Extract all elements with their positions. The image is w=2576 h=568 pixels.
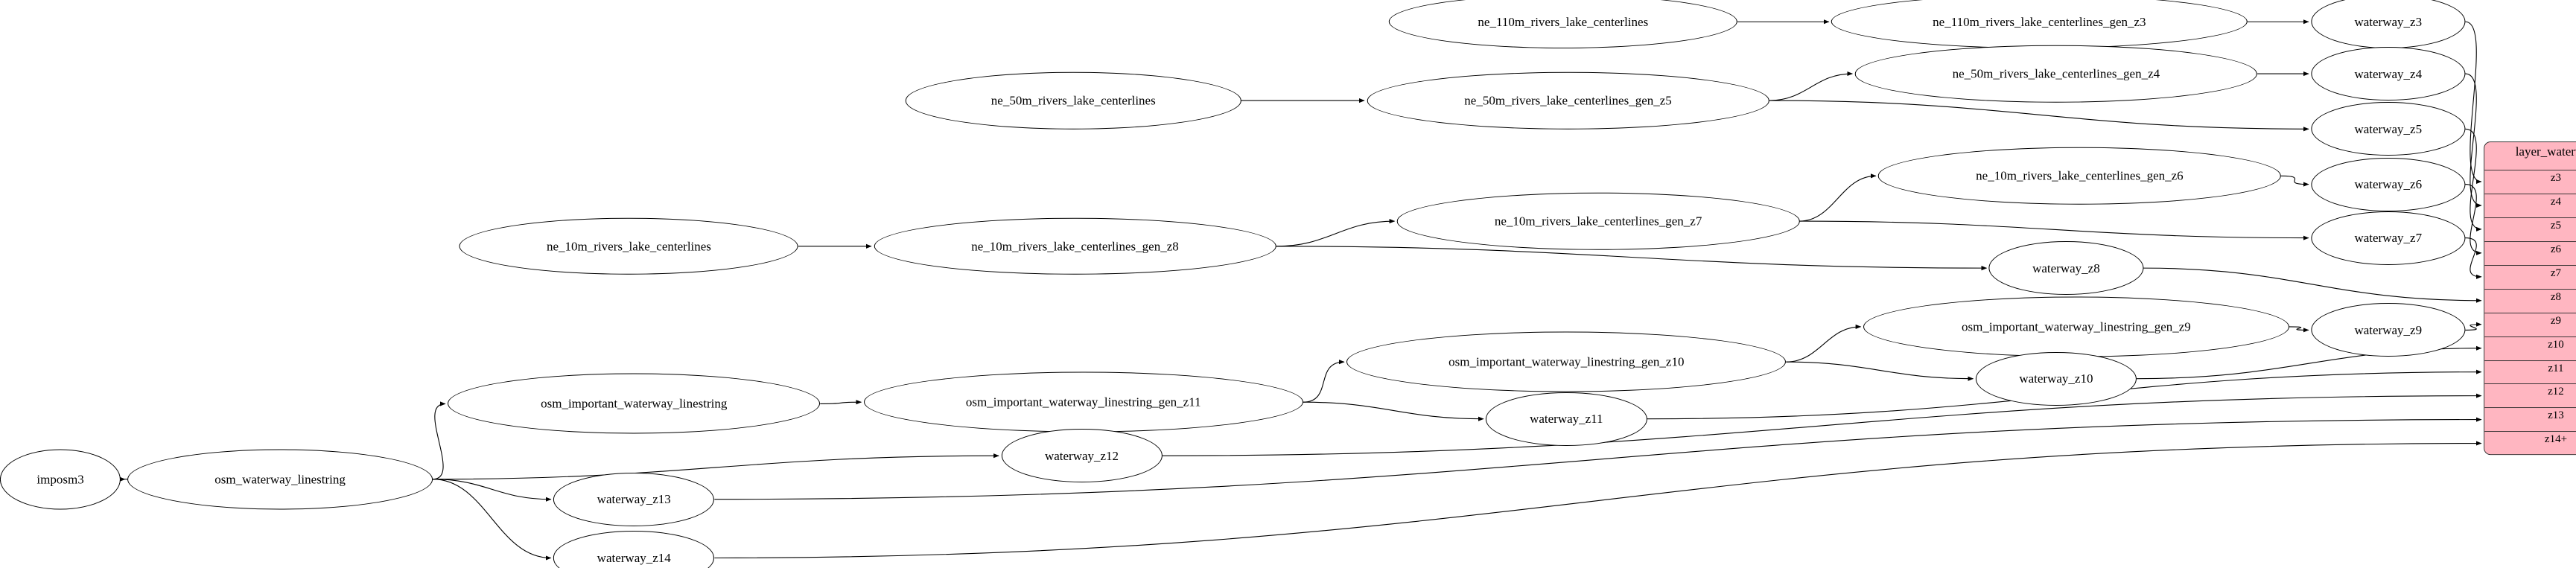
graph-node-label: waterway_z12 — [1044, 448, 1119, 463]
record-row-z4[interactable]: z4 — [2484, 194, 2576, 218]
graph-edge-waterway_z10-to-layer_waterway — [2137, 342, 2483, 379]
graph-edge-waterway_z5-to-layer_waterway — [2465, 129, 2483, 234]
graph-node-label: ne_50m_rivers_lake_centerlines — [990, 93, 1156, 108]
graph-node-ne-110m-rivers-lake-centerlines[interactable]: ne_110m_rivers_lake_centerlines — [1388, 0, 1738, 49]
record-row-z5[interactable]: z5 — [2484, 217, 2576, 242]
graph-node-label: ne_10m_rivers_lake_centerlines — [547, 239, 711, 254]
graph-edge-osm_important_waterway_linestring_gen_z10-to-waterway_z10 — [1786, 362, 1975, 384]
graph-node-ne-110m-rivers-lake-centerlines-gen-z3[interactable]: ne_110m_rivers_lake_centerlines_gen_z3 — [1831, 0, 2248, 49]
graph-edge-ne_50m_rivers_lake_centerlines_gen_z5-to-ne_50m_rivers_lake_centerlines_gen_z4 — [1769, 68, 1854, 100]
graph-node-label: ne_10m_rivers_lake_centerlines_gen_z7 — [1494, 214, 1702, 229]
graph-node-label: osm_important_waterway_linestring_gen_z9 — [1961, 319, 2191, 334]
graph-edge-ne_10m_rivers_lake_centerlines_gen_z8-to-ne_10m_rivers_lake_centerlines_gen_z7 — [1276, 216, 1396, 246]
graph-node-waterway-z14[interactable]: waterway_z14 — [553, 531, 715, 568]
graph-node-label: waterway_z11 — [1530, 412, 1603, 427]
graph-edge-ne_50m_rivers_lake_centerlines_gen_z5-to-waterway_z5 — [1769, 100, 2310, 135]
graph-node-label: waterway_z3 — [2354, 14, 2423, 29]
graph-node-label: waterway_z13 — [597, 492, 671, 507]
graph-edge-ne_10m_rivers_lake_centerlines_gen_z7-to-ne_10m_rivers_lake_centerlines_gen_z6 — [1799, 170, 1877, 221]
graph-node-ne-50m-rivers-lake-centerlines[interactable]: ne_50m_rivers_lake_centerlines — [906, 71, 1241, 130]
graph-edge-osm_important_waterway_linestring_gen_z11-to-osm_important_waterway_linestring_gen_z10 — [1303, 357, 1346, 402]
graph-edge-osm_waterway_linestring-to-osm_important_waterway_linestring — [433, 398, 447, 479]
graph-node-label: ne_110m_rivers_lake_centerlines — [1478, 14, 1649, 29]
record-row-z14plus[interactable]: z14+ — [2484, 432, 2576, 455]
graph-node-label: waterway_z9 — [2354, 322, 2423, 337]
graph-node-ne-50m-rivers-lake-centerlines-gen-z4[interactable]: ne_50m_rivers_lake_centerlines_gen_z4 — [1854, 45, 2258, 103]
graph-node-label: osm_waterway_linestring — [214, 472, 346, 487]
record-row-z9[interactable]: z9 — [2484, 313, 2576, 337]
graph-edge-osm_important_waterway_linestring_gen_z10-to-osm_important_waterway_linestring_gen_z9 — [1786, 321, 1863, 362]
graph-edge-osm_waterway_linestring-to-waterway_z13 — [433, 479, 553, 505]
graph-node-waterway-z3[interactable]: waterway_z3 — [2311, 0, 2466, 49]
graph-edge-osm_important_waterway_linestring_gen_z11-to-waterway_z11 — [1303, 402, 1485, 424]
graph-edge-waterway_z4-to-layer_waterway — [2465, 74, 2483, 211]
record-table-header: layer_waterway — [2484, 141, 2576, 170]
graph-edge-waterway_z3-to-layer_waterway — [2465, 22, 2483, 187]
graph-node-label: waterway_z10 — [2019, 371, 2093, 386]
record-row-z10[interactable]: z10 — [2484, 336, 2576, 361]
graph-node-waterway-z7[interactable]: waterway_z7 — [2311, 211, 2466, 265]
graph-node-label: waterway_z7 — [2354, 231, 2423, 246]
graph-node-waterway-z4[interactable]: waterway_z4 — [2311, 47, 2466, 101]
graph-edge-waterway_z9-to-layer_waterway — [2465, 319, 2483, 331]
graph-edge-waterway_z14-to-layer_waterway — [714, 438, 2483, 558]
record-row-z13[interactable]: z13 — [2484, 408, 2576, 433]
graph-node-label: osm_important_waterway_linestring_gen_z1… — [965, 395, 1201, 409]
graph-node-waterway-z10[interactable]: waterway_z10 — [1975, 351, 2137, 406]
graph-node-label: ne_10m_rivers_lake_centerlines_gen_z6 — [1976, 168, 2184, 183]
graph-edge-osm_important_waterway_linestring-to-osm_important_waterway_linestring_gen_z11 — [820, 397, 863, 408]
graph-node-label: waterway_z5 — [2354, 121, 2423, 136]
graph-edge-waterway_z7-to-layer_waterway — [2465, 238, 2483, 282]
graph-node-osm-important-waterway-linestring[interactable]: osm_important_waterway_linestring — [448, 373, 821, 434]
graph-node-label: osm_important_waterway_linestring — [541, 396, 728, 411]
graph-node-osm-important-waterway-linestring-gen-z9[interactable]: osm_important_waterway_linestring_gen_z9 — [1863, 296, 2289, 357]
graph-node-waterway-z8[interactable]: waterway_z8 — [1988, 241, 2143, 296]
graph-edge-ne_10m_rivers_lake_centerlines_gen_z6-to-waterway_z6 — [2281, 176, 2310, 190]
graph-node-label: ne_110m_rivers_lake_centerlines_gen_z3 — [1933, 14, 2146, 29]
record-row-z8[interactable]: z8 — [2484, 289, 2576, 313]
graph-edge-osm_waterway_linestring-to-waterway_z12 — [433, 450, 1000, 479]
graph-node-waterway-z5[interactable]: waterway_z5 — [2311, 102, 2466, 156]
graph-node-ne-50m-rivers-lake-centerlines-gen-z5[interactable]: ne_50m_rivers_lake_centerlines_gen_z5 — [1367, 71, 1769, 130]
graph-node-label: waterway_z8 — [2032, 261, 2100, 275]
graph-edge-ne_10m_rivers_lake_centerlines_gen_z7-to-waterway_z7 — [1799, 221, 2310, 243]
graph-edge-waterway_z12-to-layer_waterway — [1163, 390, 2483, 456]
graph-node-osm-important-waterway-linestring-gen-z10[interactable]: osm_important_waterway_linestring_gen_z1… — [1346, 331, 1787, 392]
graph-node-label: waterway_z6 — [2354, 177, 2423, 192]
graph-node-waterway-z9[interactable]: waterway_z9 — [2311, 303, 2466, 357]
graph-edge-osm_waterway_linestring-to-waterway_z14 — [433, 479, 553, 564]
graph-node-ne-10m-rivers-lake-centerlines-gen-z8[interactable]: ne_10m_rivers_lake_centerlines_gen_z8 — [874, 217, 1276, 275]
graph-edge-osm_important_waterway_linestring_gen_z9-to-waterway_z9 — [2289, 325, 2310, 336]
graph-node-imposm3[interactable]: imposm3 — [0, 449, 121, 510]
graph-edge-waterway_z6-to-layer_waterway — [2465, 185, 2483, 258]
edge-group — [113, 16, 2483, 564]
graph-node-label: ne_50m_rivers_lake_centerlines_gen_z4 — [1952, 66, 2160, 81]
graph-node-waterway-z6[interactable]: waterway_z6 — [2311, 157, 2466, 211]
record-row-z6[interactable]: z6 — [2484, 241, 2576, 266]
record-table-layer-waterway[interactable]: layer_waterwayz3z4z5z6z7z8z9z10z11z12z13… — [2484, 141, 2576, 456]
record-row-z12[interactable]: z12 — [2484, 384, 2576, 409]
graph-node-label: waterway_z14 — [597, 550, 671, 565]
record-row-z11[interactable]: z11 — [2484, 360, 2576, 385]
graph-node-label: waterway_z4 — [2354, 66, 2423, 81]
graph-node-osm-waterway-linestring[interactable]: osm_waterway_linestring — [127, 449, 433, 510]
graph-node-label: ne_50m_rivers_lake_centerlines_gen_z5 — [1464, 93, 1672, 108]
graph-edge-waterway_z8-to-layer_waterway — [2143, 268, 2483, 306]
graph-node-label: imposm3 — [36, 472, 84, 487]
graph-node-ne-10m-rivers-lake-centerlines[interactable]: ne_10m_rivers_lake_centerlines — [459, 217, 798, 275]
record-row-z7[interactable]: z7 — [2484, 265, 2576, 290]
graph-node-waterway-z11[interactable]: waterway_z11 — [1486, 392, 1647, 446]
graph-node-ne-10m-rivers-lake-centerlines-gen-z6[interactable]: ne_10m_rivers_lake_centerlines_gen_z6 — [1878, 147, 2281, 205]
graph-node-waterway-z13[interactable]: waterway_z13 — [553, 472, 715, 526]
graph-node-label: osm_important_waterway_linestring_gen_z1… — [1448, 354, 1685, 369]
graph-node-ne-10m-rivers-lake-centerlines-gen-z7[interactable]: ne_10m_rivers_lake_centerlines_gen_z7 — [1396, 192, 1800, 250]
graph-node-label: ne_10m_rivers_lake_centerlines_gen_z8 — [971, 239, 1179, 254]
record-row-z3[interactable]: z3 — [2484, 170, 2576, 194]
graph-node-osm-important-waterway-linestring-gen-z11[interactable]: osm_important_waterway_linestring_gen_z1… — [863, 371, 1303, 433]
graph-node-waterway-z12[interactable]: waterway_z12 — [1001, 429, 1163, 483]
